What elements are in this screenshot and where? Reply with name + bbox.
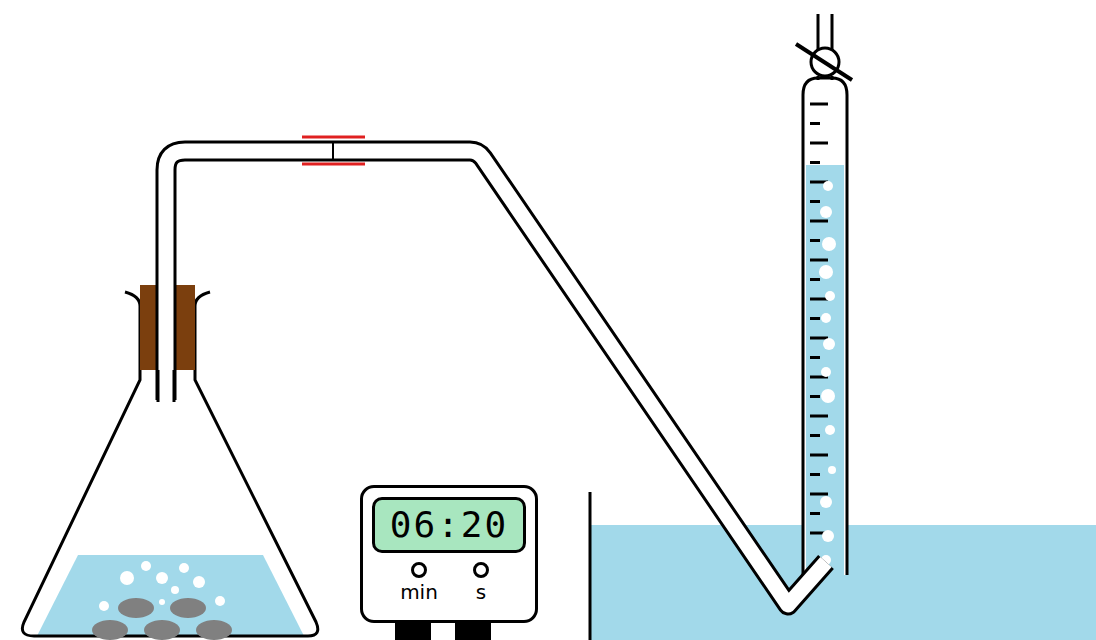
graduation-tick <box>810 473 820 476</box>
tube-clip <box>302 137 365 164</box>
graduation-tick <box>810 434 820 437</box>
button-label: s <box>476 580 486 604</box>
tube-in-flask <box>158 370 175 404</box>
burette-water <box>806 165 844 575</box>
graduation-tick <box>810 278 820 281</box>
graduation-tick <box>810 220 828 223</box>
graduation-tick <box>810 493 828 496</box>
timer-button <box>473 562 489 578</box>
delivery-tube <box>166 151 826 605</box>
collected-bubbles <box>819 181 836 565</box>
tube-joint <box>332 143 334 159</box>
delivery-tube-outline <box>166 151 826 605</box>
trough-wall <box>589 492 592 640</box>
timer-button <box>411 562 427 578</box>
button-label: min <box>400 580 438 604</box>
tube-in-flask-walls <box>158 370 174 402</box>
graduation-tick <box>810 161 820 164</box>
graduation-tick <box>810 103 828 106</box>
graduation-tick <box>810 259 828 262</box>
graduation-tick <box>810 415 828 418</box>
graduation-tick <box>810 454 828 457</box>
graduation-tick <box>810 122 820 125</box>
graduation-tick <box>810 395 820 398</box>
stopcock-handle <box>796 44 852 80</box>
graduation-tick <box>810 337 828 340</box>
marble-chips <box>92 598 232 640</box>
graduation-tick <box>810 317 820 320</box>
graduation-tick <box>810 239 820 242</box>
stopwatch: 06:20 min s <box>360 485 538 623</box>
graduation-tick <box>810 200 820 203</box>
graduation-tick <box>810 512 820 515</box>
graduation-tick <box>810 298 828 301</box>
timer-foot <box>455 620 491 640</box>
gas-bubbles <box>99 561 225 611</box>
timer-display: 06:20 <box>372 497 526 553</box>
timer-foot <box>395 620 431 640</box>
graduation-tick <box>810 142 828 145</box>
graduation-tick <box>810 356 820 359</box>
gas-burette <box>803 78 847 575</box>
